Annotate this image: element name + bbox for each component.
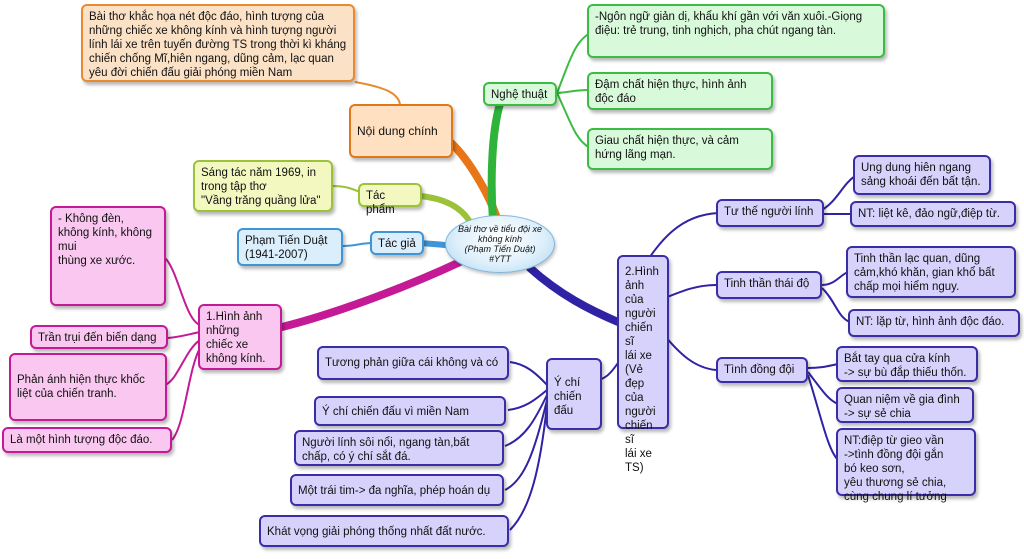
tac-pham-detail[interactable]: Sáng tác năm 1969, in trong tập thơ "Vần… [193, 160, 333, 212]
xe-item-2[interactable]: Trần trụi đến biến dạng [30, 325, 168, 349]
line-y-chi-4 [504, 399, 548, 491]
nghe-thuat-item-2[interactable]: Đậm chất hiện thực, hình ảnh độc đáo [587, 72, 773, 110]
xe-item-3[interactable]: Phản ánh hiện thực khốc liệt của chiến t… [9, 353, 167, 421]
tu-the-item-2[interactable]: NT: liệt kê, đảo ngữ,điệp từ. [850, 201, 1016, 227]
tu-the-label[interactable]: Tư thế người lính [716, 199, 824, 227]
tinh-than-item-2[interactable]: NT: lặp từ, hình ảnh độc đáo. [848, 309, 1020, 337]
y-chi-item-4[interactable]: Một trái tim-> đa nghĩa, phép hoán dụ [290, 474, 504, 506]
line-nt-3 [556, 92, 591, 149]
y-chi-item-3[interactable]: Người lính sôi nổi, ngang tàn,bất chấp, … [294, 430, 504, 466]
y-chi-item-5[interactable]: Khát vọng giải phóng thống nhất đất nước… [259, 515, 509, 547]
central-topic-title: Bài thơ về tiểu đội xe [458, 224, 542, 234]
xe-item-4[interactable]: Là một hình tượng độc đáo. [2, 427, 172, 453]
line-xe-2 [167, 331, 201, 339]
central-topic-tag: #YTT [488, 254, 511, 264]
line-tac-pham-detail [331, 185, 361, 193]
dong-doi-item-2[interactable]: Quan niệm về gia đình -> sự sẻ chia [836, 387, 974, 423]
nghe-thuat-item-1[interactable]: -Ngôn ngữ giản dị, khẩu khí gần với văn … [587, 4, 885, 58]
tac-gia-detail[interactable]: Phạm Tiến Duật (1941-2007) [237, 228, 343, 266]
line-xe-1 [164, 257, 201, 326]
nguoi-linh-label[interactable]: 2.Hình ảnh của người chiến sĩ lái xe (Vẻ… [617, 255, 669, 474]
line-dong-doi-1 [807, 363, 839, 369]
line-noi-dung-detail [354, 81, 401, 105]
dong-doi-item-1[interactable]: Bắt tay qua cửa kính -> sự bù đắp thiếu … [836, 346, 978, 382]
line-y-chi-5 [509, 404, 548, 531]
line-dong-doi-3 [807, 374, 839, 461]
line-tinh-than-2 [821, 287, 851, 323]
line-xe-3 [164, 339, 201, 386]
tac-pham-label[interactable]: Tác phẩm [358, 183, 422, 216]
branch-nguoi-linh [526, 264, 622, 326]
xe-item-1[interactable]: - Không đèn, không kính, không mui thùng… [50, 206, 166, 306]
tac-gia-label[interactable]: Tác giả [370, 231, 424, 255]
line-xe-4 [171, 347, 201, 441]
central-topic-author: (Phạm Tiến Duật) [464, 244, 536, 254]
y-chi-item-2[interactable]: Ý chí chiến đấu vì miền Nam [314, 396, 506, 426]
line-dong-doi-2 [807, 371, 839, 405]
line-tinh-than-1 [821, 271, 849, 286]
hinh-anh-xe-label[interactable]: 1.Hình ảnh những chiếc xe không kính. [198, 304, 282, 370]
branch-nghe-thuat [487, 100, 504, 224]
line-y-chi-2 [507, 389, 548, 411]
dong-doi-item-3[interactable]: NT:điệp từ gieo vần ->tình đồng đội gắn … [836, 428, 976, 503]
line-nt-2 [556, 89, 591, 94]
y-chi-label[interactable]: Ý chí chiến đấu [546, 358, 602, 430]
line-tu-the-1 [821, 175, 856, 211]
central-topic[interactable]: Bài thơ về tiểu đội xe không kính (Phạm … [445, 215, 555, 273]
tu-the-item-1[interactable]: Ung dung hiên ngang sảng khoái đến bất t… [853, 155, 991, 195]
line-y-chi-1 [509, 361, 548, 386]
line-tac-gia-detail [342, 242, 373, 247]
nghe-thuat-label[interactable]: Nghệ thuật [483, 82, 557, 106]
noi-dung-detail[interactable]: Bài thơ khắc họa nét độc đáo, hình tượng… [81, 4, 355, 82]
tinh-dong-doi-label[interactable]: Tình đồng đội [716, 357, 808, 383]
branch-hinh-anh-xe [278, 258, 464, 331]
central-topic-title-2: không kính [477, 234, 523, 244]
tinh-than-item-1[interactable]: Tinh thần lạc quan, dũng cảm,khó khăn, g… [846, 246, 1016, 298]
noi-dung-label[interactable]: Nội dung chính [349, 104, 453, 158]
branch-tac-pham [417, 193, 473, 225]
y-chi-item-1[interactable]: Tương phản giữa cái không và có [317, 346, 509, 380]
nghe-thuat-item-3[interactable]: Giau chất hiện thực, và cảm hứng lãng mạ… [587, 128, 773, 170]
tinh-than-label[interactable]: Tinh thần thái độ [716, 271, 822, 299]
line-y-chi-3 [504, 394, 548, 447]
